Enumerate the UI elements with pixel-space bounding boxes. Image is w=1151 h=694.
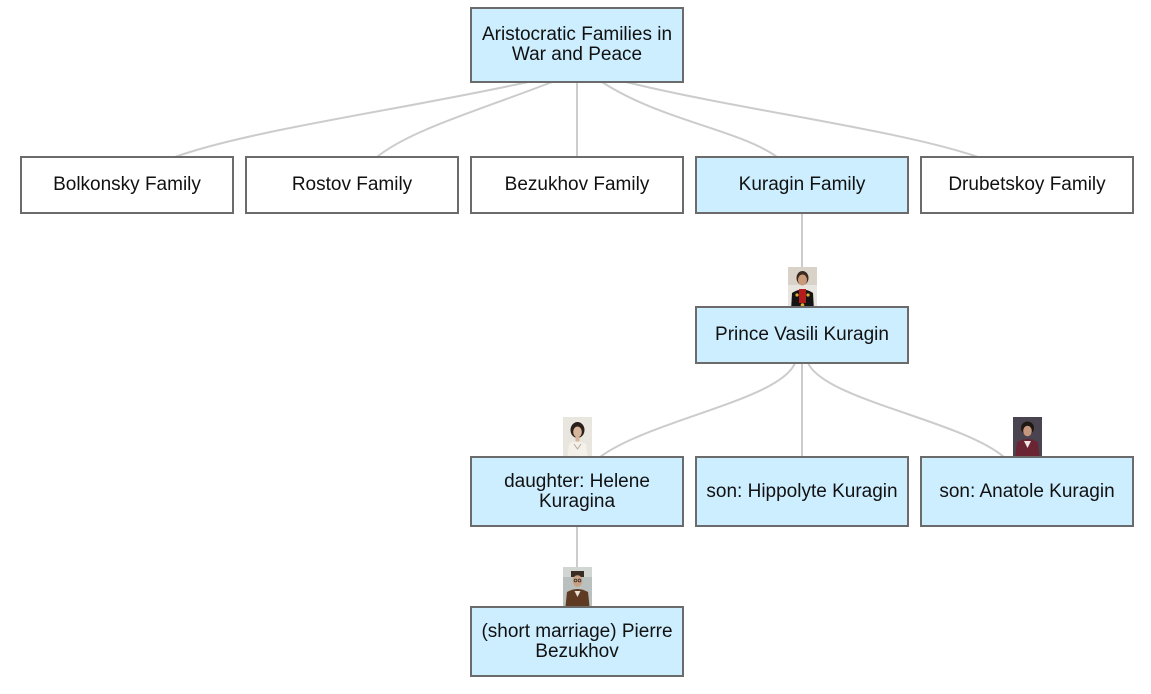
person-label: Prince Vasili Kuragin bbox=[715, 324, 889, 345]
family-label: Bolkonsky Family bbox=[53, 174, 201, 195]
portrait-helene-icon bbox=[563, 417, 592, 461]
person-node-vasili[interactable]: Prince Vasili Kuragin bbox=[695, 306, 909, 364]
edge-vasili-anatole bbox=[807, 362, 1005, 458]
family-node-bezukhov[interactable]: Bezukhov Family bbox=[470, 156, 684, 214]
family-label: Rostov Family bbox=[291, 174, 413, 195]
person-label: daughter: Helene Kuragina bbox=[504, 470, 650, 512]
person-label: (short marriage) Pierre Bezukhov bbox=[481, 620, 673, 662]
root-label: Aristocratic Families in War and Peace bbox=[481, 24, 673, 65]
family-node-kuragin[interactable]: Kuragin Family bbox=[695, 156, 909, 214]
family-node-rostov[interactable]: Rostov Family bbox=[245, 156, 459, 214]
edge-root-bolkonsky bbox=[174, 81, 529, 158]
edge-root-kuragin bbox=[601, 81, 778, 158]
family-node-drubetskoy[interactable]: Drubetskoy Family bbox=[920, 156, 1134, 214]
portrait-vasili-icon bbox=[788, 267, 817, 311]
family-label: Drubetskoy Family bbox=[948, 174, 1106, 195]
person-node-pierre[interactable]: (short marriage) Pierre Bezukhov bbox=[470, 606, 684, 677]
person-node-anatole[interactable]: son: Anatole Kuragin bbox=[920, 456, 1134, 527]
edge-vasili-helene bbox=[599, 362, 796, 458]
family-label: Bezukhov Family bbox=[504, 174, 650, 195]
root-node[interactable]: Aristocratic Families in War and Peace bbox=[470, 7, 684, 83]
person-node-hippolyte[interactable]: son: Hippolyte Kuragin bbox=[695, 456, 909, 527]
family-label: Kuragin Family bbox=[738, 174, 866, 195]
family-node-bolkonsky[interactable]: Bolkonsky Family bbox=[20, 156, 234, 214]
person-label: son: Anatole Kuragin bbox=[939, 480, 1115, 502]
edge-root-rostov bbox=[376, 81, 553, 158]
portrait-pierre-icon bbox=[563, 567, 592, 611]
portrait-anatole-icon bbox=[1013, 417, 1042, 461]
person-label: son: Hippolyte Kuragin bbox=[706, 480, 898, 502]
person-node-helene[interactable]: daughter: Helene Kuragina bbox=[470, 456, 684, 527]
edge-root-drubetskoy bbox=[625, 81, 979, 158]
